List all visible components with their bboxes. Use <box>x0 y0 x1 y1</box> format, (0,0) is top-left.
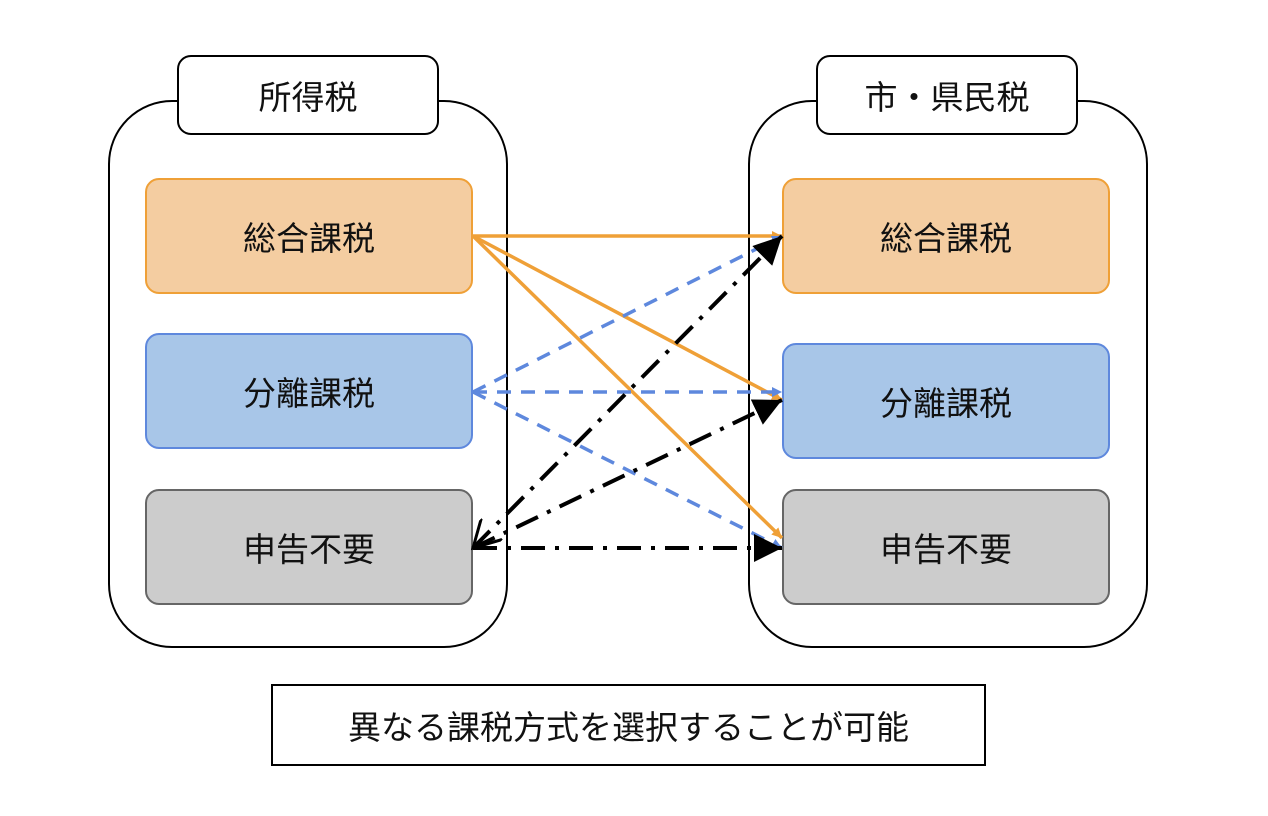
arrow-bunri-to-sogo <box>472 234 783 394</box>
caption-box: 異なる課税方式を選択することが可能 <box>271 684 986 766</box>
arrow-bunri-to-shinkoku <box>472 390 783 550</box>
right-bunri-box: 分離課税 <box>782 343 1110 459</box>
arrow-sogo-to-shinkoku <box>471 234 784 540</box>
left-shinkoku-box: 申告不要 <box>145 489 473 605</box>
right-shinkoku-box: 申告不要 <box>782 489 1110 605</box>
arrow-sogo-to-bunri <box>472 234 783 402</box>
income-tax-title: 所得税 <box>177 55 439 135</box>
resident-tax-title: 市・県民税 <box>816 55 1078 135</box>
left-sogo-box: 総合課税 <box>145 178 473 294</box>
left-bunri-box: 分離課税 <box>145 333 473 449</box>
right-sogo-box: 総合課税 <box>782 178 1110 294</box>
arrow-shinkoku-to-sogo <box>473 234 784 548</box>
arrow-shinkoku-to-bunri <box>472 398 783 550</box>
